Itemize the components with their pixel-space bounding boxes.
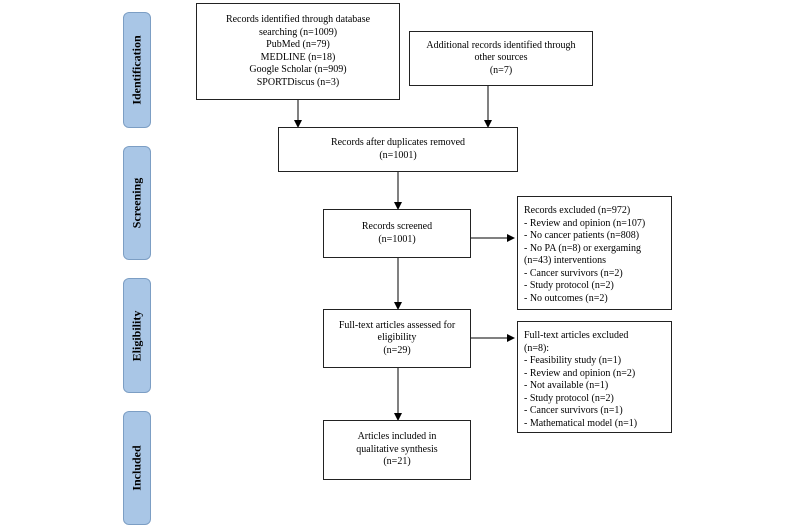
box-line: MEDLINE (n=18) xyxy=(260,51,336,63)
box-line: - Study protocol (n=2) xyxy=(524,280,614,291)
stage-included: Included xyxy=(123,411,151,525)
box-line: qualitative synthesis xyxy=(356,443,438,455)
stage-identification: Identification xyxy=(123,12,151,128)
box-line: (n=43) interventions xyxy=(524,255,607,266)
box-line: - No cancer patients (n=808) xyxy=(524,230,640,241)
stage-screening-label: Screening xyxy=(129,177,144,229)
box-line: - Mathematical model (n=1) xyxy=(524,417,638,429)
box-line: searching (n=1009) xyxy=(258,26,338,38)
box-line: Additional records identified through xyxy=(426,39,576,51)
box-records-screened: Records screened (n=1001) xyxy=(323,209,471,258)
box-line: - Feasibility study (n=1) xyxy=(524,355,622,366)
box-line: Full-text articles assessed for xyxy=(338,319,456,331)
stage-included-label: Included xyxy=(129,445,144,491)
box-line: Full-text articles excluded xyxy=(524,330,629,341)
box-line: (n=1001) xyxy=(379,149,417,161)
box-line: Records identified through database xyxy=(225,14,371,25)
box-records-excluded: Records excluded (n=972) - Review and op… xyxy=(517,196,672,310)
box-line: - No PA (n=8) or exergaming xyxy=(524,242,642,254)
box-line: (n=29) xyxy=(383,344,411,356)
box-line: eligibility xyxy=(377,332,417,344)
box-line: - No outcomes (n=2) xyxy=(524,292,608,304)
box-line: Google Scholar (n=909) xyxy=(249,64,347,75)
box-other-sources: Additional records identified through ot… xyxy=(409,31,593,86)
box-line: PubMed (n=79) xyxy=(266,39,330,50)
stage-identification-label: Identification xyxy=(129,35,144,105)
box-included: Articles included in qualitative synthes… xyxy=(323,420,471,480)
box-line: - Not available (n=1) xyxy=(524,380,609,391)
box-fulltext-assessed: Full-text articles assessed for eligibil… xyxy=(323,309,471,368)
box-line: Records after duplicates removed xyxy=(330,137,466,148)
box-database-search: Records identified through database sear… xyxy=(196,3,400,100)
box-line: - Review and opinion (n=107) xyxy=(524,217,646,229)
stage-screening: Screening xyxy=(123,146,151,260)
box-line: SPORTDiscus (n=3) xyxy=(256,76,340,88)
box-line: (n=1001) xyxy=(378,233,416,245)
box-line: other sources xyxy=(474,52,528,64)
box-line: - Cancer survivors (n=1) xyxy=(524,405,623,416)
box-line: (n=21) xyxy=(383,456,411,468)
box-line: (n=7) xyxy=(489,64,513,76)
box-line: - Cancer survivors (n=2) xyxy=(524,267,623,279)
stage-eligibility: Eligibility xyxy=(123,278,151,393)
box-fulltext-excluded: Full-text articles excluded (n=8): - Fea… xyxy=(517,321,672,433)
stage-eligibility-label: Eligibility xyxy=(129,310,144,361)
box-line: Records excluded (n=972) xyxy=(524,205,631,216)
box-line: (n=8): xyxy=(524,342,550,354)
box-line: Articles included in xyxy=(357,431,437,443)
box-line: - Review and opinion (n=2) xyxy=(524,367,636,379)
box-duplicates-removed: Records after duplicates removed (n=1001… xyxy=(278,127,518,172)
box-line: - Study protocol (n=2) xyxy=(524,392,614,404)
box-line: Records screened xyxy=(361,221,433,232)
